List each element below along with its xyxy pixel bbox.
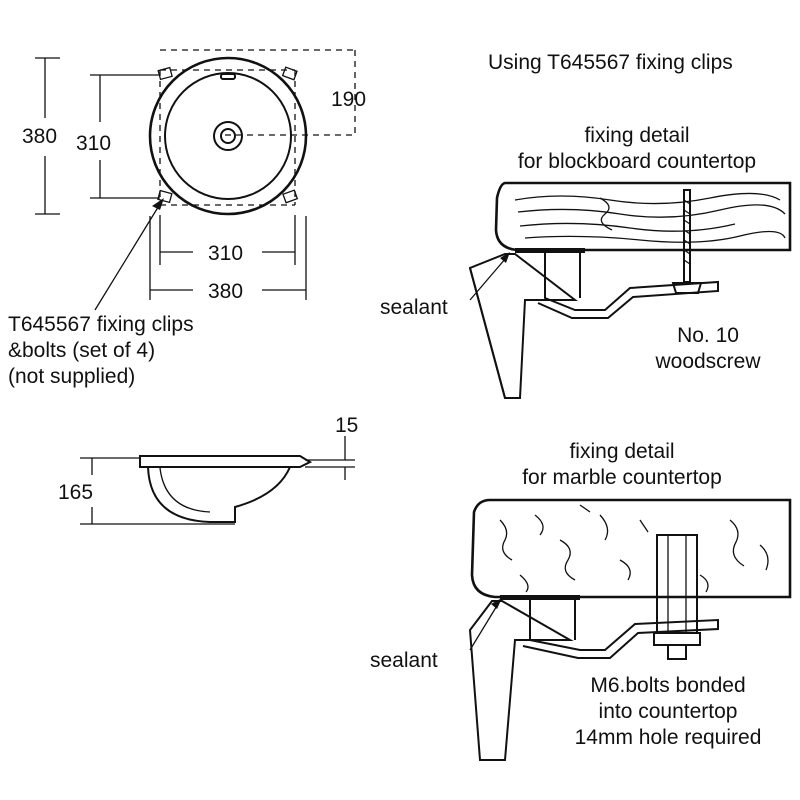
marble-detail: fixing detail for marble countertop seal… bbox=[370, 440, 792, 761]
sealant-strip bbox=[515, 248, 585, 253]
overflow-slot bbox=[220, 73, 236, 80]
page-title: Using T645567 fixing clips bbox=[488, 51, 733, 74]
waste-outlet bbox=[213, 121, 243, 151]
bolt-label-line1: M6.bolts bonded bbox=[590, 674, 745, 697]
marble-sealant-strip bbox=[500, 595, 580, 600]
clip-callout-line2: &bolts (set of 4) bbox=[8, 339, 155, 362]
marble-title-line1: fixing detail bbox=[569, 440, 674, 463]
clip-callout-line1: T645567 fixing clips bbox=[8, 313, 194, 336]
overall-width-dim: 380 bbox=[208, 280, 243, 303]
bolt-label-line2: into countertop bbox=[599, 700, 738, 723]
basin-outer-rim bbox=[148, 56, 308, 216]
basin-profile bbox=[147, 466, 291, 523]
m6-bolt-icon bbox=[656, 534, 698, 634]
overall-height-dim: 380 bbox=[22, 125, 57, 148]
centre-offset-dim: 190 bbox=[331, 88, 366, 111]
clip-callout-line3: (not supplied) bbox=[8, 365, 135, 388]
fixing-clip-icon bbox=[157, 66, 299, 204]
woodscrew-label-line1: No. 10 bbox=[677, 324, 739, 347]
side-view: 165 15 bbox=[58, 414, 358, 525]
blockboard-title-line2: for blockboard countertop bbox=[518, 150, 756, 173]
bowl-height-dim: 310 bbox=[76, 132, 111, 155]
bowl-width-dim: 310 bbox=[208, 242, 243, 265]
fixing-clip-profile bbox=[537, 252, 719, 319]
marble-title-line2: for marble countertop bbox=[522, 466, 722, 489]
blockboard-title-line1: fixing detail bbox=[584, 124, 689, 147]
marble-sealant-label: sealant bbox=[370, 649, 438, 672]
marble-countertop bbox=[470, 498, 792, 599]
rim-thickness-dim: 15 bbox=[335, 414, 358, 437]
plan-view: 380 310 190 310 380 T645567 fixing clips… bbox=[8, 49, 366, 388]
blockboard-sealant-label: sealant bbox=[380, 296, 448, 319]
basin-bowl bbox=[164, 72, 292, 200]
depth-dim: 165 bbox=[58, 481, 93, 504]
bolt-label-line3: 14mm hole required bbox=[575, 726, 762, 749]
woodscrew-label-line2: woodscrew bbox=[654, 350, 761, 373]
blockboard-detail: fixing detail for blockboard countertop … bbox=[380, 124, 792, 399]
